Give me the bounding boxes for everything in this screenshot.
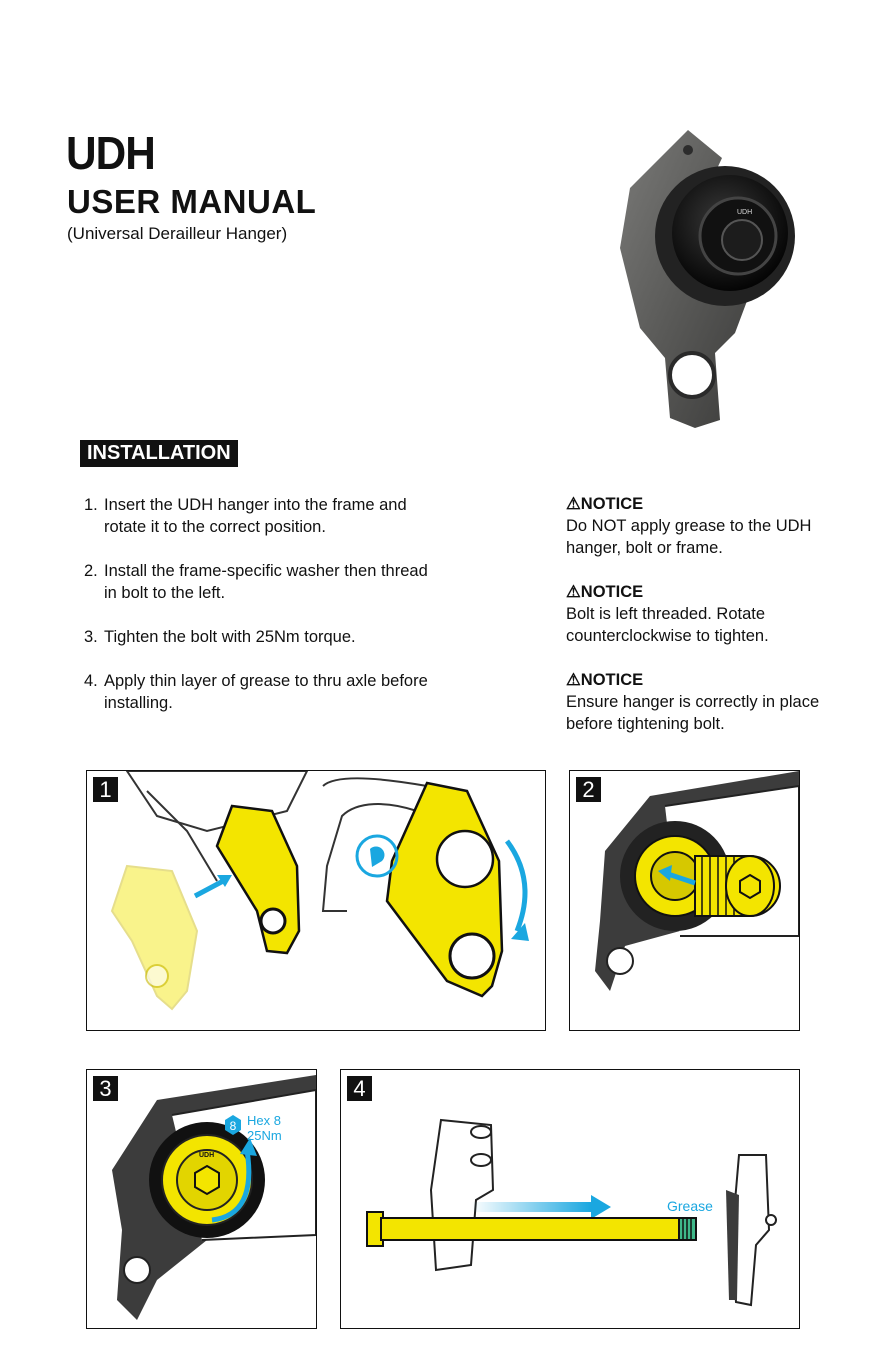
- notice-1: ⚠NOTICE Do NOT apply grease to the UDH h…: [566, 493, 866, 559]
- notice-3: ⚠NOTICE Ensure hanger is correctly in pl…: [566, 669, 866, 735]
- installation-steps: 1.Insert the UDH hanger into the frame a…: [84, 494, 444, 736]
- hex-tool-icon: 8: [230, 1119, 237, 1133]
- figure-3-illustration: UDH 8 Hex 8 25Nm: [112, 1075, 316, 1320]
- notice-2: ⚠NOTICE Bolt is left threaded. Rotate co…: [566, 581, 866, 647]
- notice-heading: ⚠NOTICE: [566, 495, 644, 513]
- cap-logo: UDH: [737, 209, 752, 216]
- notices: ⚠NOTICE Do NOT apply grease to the UDH h…: [566, 493, 866, 757]
- bolt-logo: UDH: [199, 1152, 214, 1159]
- step-2: 2.Install the frame-specific washer then…: [84, 562, 428, 602]
- figure-panel-2: 2: [569, 770, 800, 1031]
- section-label-installation: INSTALLATION: [80, 440, 238, 467]
- figure-panel-1: 1: [86, 770, 546, 1031]
- panel-number-2: 2: [576, 777, 601, 802]
- torque-label: 25Nm: [247, 1128, 282, 1143]
- page-title: USER MANUAL: [67, 183, 317, 220]
- panel-number-3: 3: [93, 1076, 118, 1101]
- figure-2-illustration: [595, 771, 799, 991]
- brand-title: UDH: [66, 127, 156, 179]
- notice-text: Do NOT apply grease to the UDH hanger, b…: [566, 517, 812, 557]
- step-4: 4.Apply thin layer of grease to thru axl…: [84, 672, 428, 712]
- figure-panel-4: Grease 4: [340, 1069, 800, 1329]
- figure-1-illustration: [110, 771, 529, 1011]
- notice-heading: ⚠NOTICE: [566, 671, 644, 689]
- grease-label: Grease: [667, 1198, 713, 1214]
- notice-text: Bolt is left threaded. Rotate counterclo…: [566, 605, 769, 645]
- notice-heading: ⚠NOTICE: [566, 583, 644, 601]
- step-1: 1.Insert the UDH hanger into the frame a…: [84, 496, 407, 536]
- tool-size-label: Hex 8: [247, 1113, 281, 1128]
- notice-text: Ensure hanger is correctly in place befo…: [566, 693, 820, 733]
- figure-4-illustration: Grease: [366, 1118, 777, 1307]
- product-photo: UDH: [620, 130, 795, 428]
- panel-number-1: 1: [93, 777, 118, 802]
- figure-panel-3: UDH 8 Hex 8 25Nm 3: [86, 1069, 317, 1329]
- panel-number-4: 4: [347, 1076, 372, 1101]
- step-3: 3.Tighten the bolt with 25Nm torque.: [84, 628, 356, 646]
- page-subtitle: (Universal Derailleur Hanger): [67, 224, 288, 243]
